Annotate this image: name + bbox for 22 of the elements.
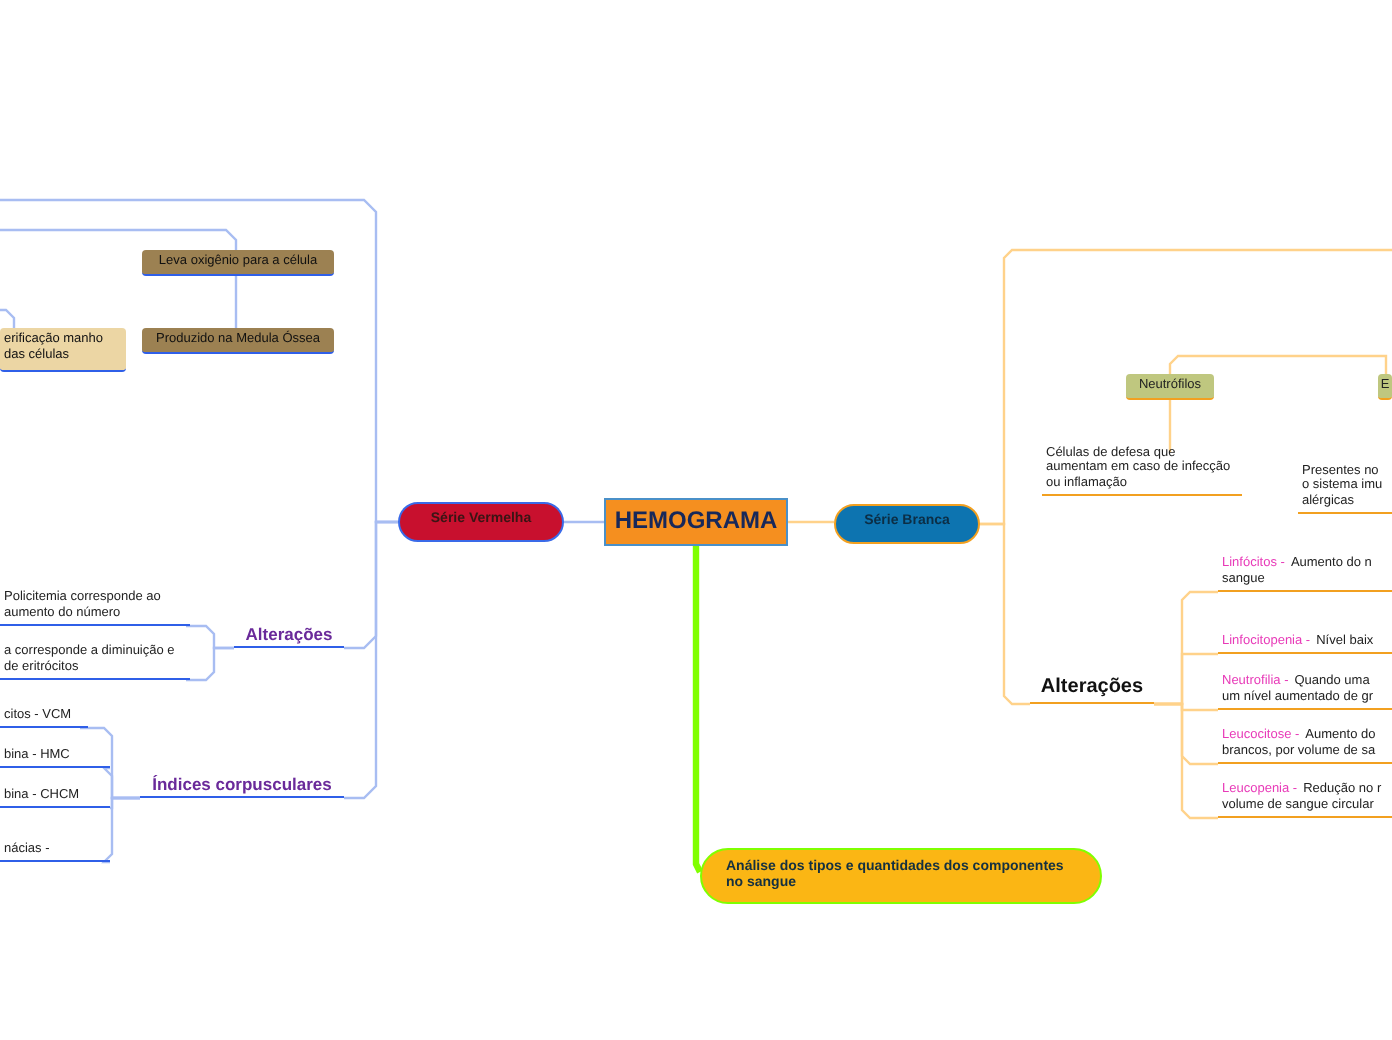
- connector-line: [1168, 354, 1388, 374]
- subtopic-heading: Alterações: [1030, 672, 1154, 704]
- connector-line: [344, 520, 398, 800]
- subtopic-text: [1218, 776, 1392, 818]
- subtopic-text: [1218, 668, 1392, 710]
- connector-line: [564, 520, 604, 524]
- central-topic: HEMOGRAMA: [604, 498, 788, 546]
- connector-line: [234, 276, 238, 328]
- connector-line: [980, 522, 1030, 706]
- connector-line: [788, 520, 834, 524]
- connector-line: [1168, 400, 1172, 452]
- subtopic-text: [1218, 550, 1392, 592]
- subtopic-heading: Alterações: [234, 618, 344, 648]
- subtopic-text: [1218, 722, 1392, 764]
- connector-line: [0, 308, 16, 328]
- connector-line: [101, 796, 140, 864]
- connector-line: [0, 228, 238, 250]
- connector-line: [692, 546, 703, 874]
- connector-line: [186, 646, 234, 682]
- subtopic-text: [1218, 628, 1392, 654]
- connector-line: [1154, 702, 1218, 820]
- subtopic-heading: Índices corpusculares: [140, 768, 344, 798]
